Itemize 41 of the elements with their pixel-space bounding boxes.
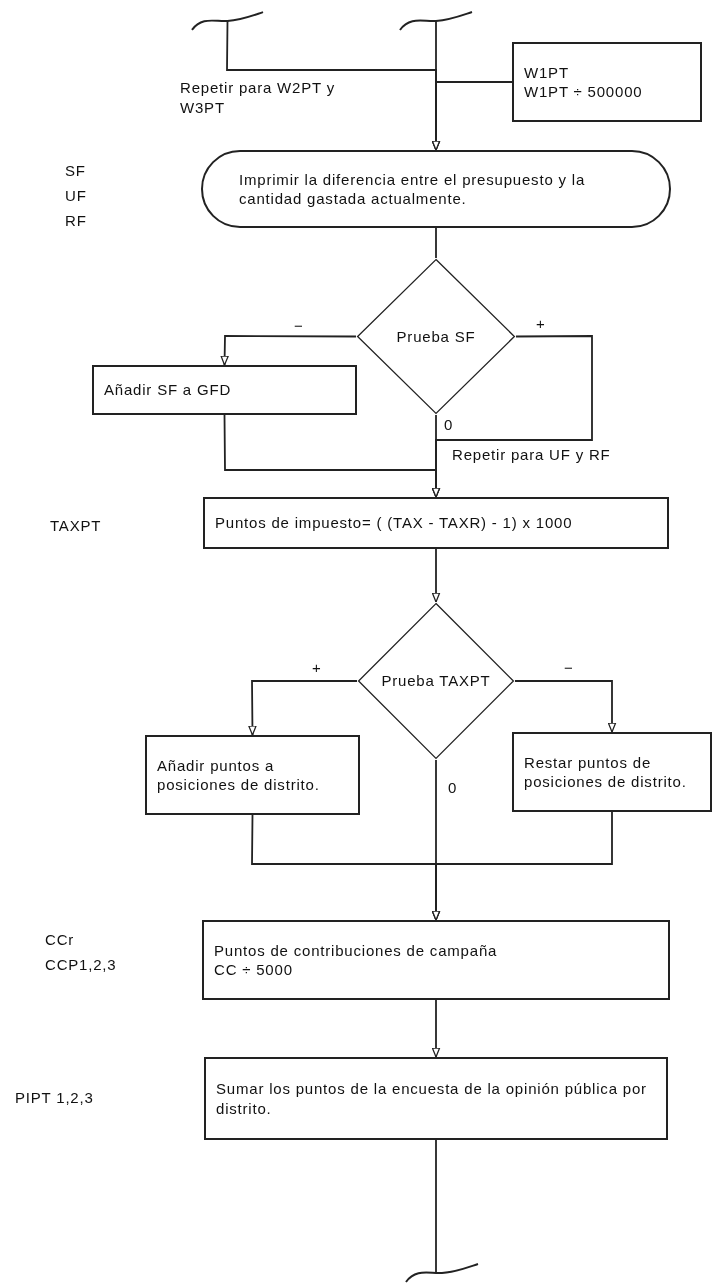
arrow bbox=[514, 680, 617, 733]
arrow bbox=[248, 680, 358, 736]
decision-diamond bbox=[357, 602, 515, 760]
process-box bbox=[145, 735, 360, 815]
break-symbol bbox=[398, 10, 474, 32]
process-box bbox=[512, 732, 712, 812]
box-text: Añadir puntos a posiciones de distrito. bbox=[157, 755, 321, 795]
box-text: W1PT ÷ 500000 bbox=[524, 82, 644, 102]
break-symbol bbox=[404, 1262, 480, 1284]
process-box bbox=[204, 1057, 668, 1140]
box-text: Puntos de contribuciones de campaña bbox=[214, 940, 499, 960]
box-text: Prueba TAXPT bbox=[381, 671, 491, 691]
arrow bbox=[431, 548, 441, 603]
box-text: Sumar los puntos de la encuesta de la opinión pública por distrito. bbox=[216, 1079, 648, 1118]
decision-diamond bbox=[356, 258, 516, 415]
box-text: Restar puntos de posiciones de distrito. bbox=[524, 752, 688, 792]
arrow bbox=[223, 414, 441, 498]
variable-name: CCr bbox=[45, 930, 75, 950]
variable-name: TAXPT bbox=[50, 516, 102, 536]
break-symbol bbox=[190, 10, 265, 32]
variable-name: UF bbox=[65, 186, 87, 206]
variable-name: PIPT 1,2,3 bbox=[15, 1088, 94, 1108]
arrow bbox=[220, 335, 357, 366]
variable-name: CCP1,2,3 bbox=[45, 955, 117, 975]
box-text: Puntos de impuesto= ( (TAX - TAXR) - 1) x 1000 bbox=[215, 513, 574, 533]
process-box bbox=[203, 497, 669, 549]
arrow bbox=[431, 999, 441, 1058]
repeat-note: Repetir para W2PT y W3PT bbox=[180, 78, 336, 117]
repeat-note: Repetir para UF y RF bbox=[452, 445, 611, 465]
variable-name: RF bbox=[65, 211, 87, 231]
box-text: Imprimir la diferencia entre el presupuesto y la cantidad gastada actualmente. bbox=[239, 169, 587, 209]
box-text: CC ÷ 5000 bbox=[214, 960, 294, 980]
process-box bbox=[202, 920, 670, 1000]
arrow bbox=[431, 81, 513, 151]
box-text: W1PT bbox=[524, 62, 570, 82]
process-box bbox=[512, 42, 702, 122]
arrow bbox=[431, 811, 613, 921]
box-text: Añadir SF a GFD bbox=[104, 380, 233, 400]
process-box bbox=[92, 365, 357, 415]
box-text: Prueba SF bbox=[396, 326, 476, 347]
variable-name: SF bbox=[65, 161, 86, 181]
